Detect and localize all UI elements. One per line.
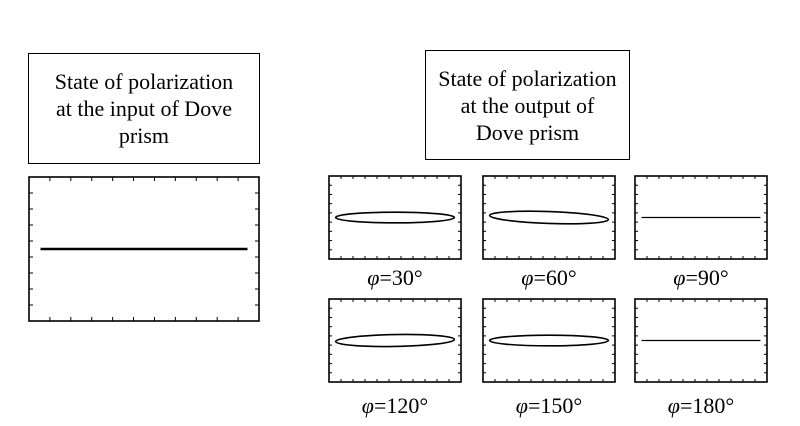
input-polarization-box: State of polarization at the input of Do… (28, 53, 260, 164)
angle-label-180: φ=180° (634, 394, 768, 418)
angle-label-120: φ=120° (328, 394, 462, 418)
polarization-ellipse (334, 333, 456, 348)
output-plot-120 (328, 298, 462, 383)
input-polarization-plot (28, 176, 260, 322)
output-plot-150 (482, 298, 616, 383)
phi-symbol: φ (361, 393, 374, 418)
angle-label-150: φ=150° (482, 394, 616, 418)
plot-frame (634, 298, 768, 383)
angle-value: =150° (527, 393, 583, 418)
input-box-line-3: prism (118, 123, 170, 148)
angle-label-90: φ=90° (634, 266, 768, 290)
angle-value: =60° (533, 265, 577, 290)
polarization-ellipse (488, 334, 610, 347)
angle-value: =180° (679, 393, 735, 418)
angle-value: =90° (685, 265, 729, 290)
output-plot-60 (482, 175, 616, 260)
phi-symbol: φ (515, 393, 528, 418)
input-box-line-2: at the input of Dove (56, 96, 232, 121)
angle-value: =120° (373, 393, 429, 418)
output-plot-180 (634, 298, 768, 383)
plot-frame (634, 175, 768, 260)
output-box-line-2: at the output of (460, 92, 595, 118)
output-polarization-box: State of polarization at the output of D… (425, 50, 630, 160)
plot-frame (328, 298, 462, 383)
output-box-line-1: State of polarization (438, 65, 617, 91)
phi-symbol: φ (521, 265, 534, 290)
polarization-ellipse (334, 211, 456, 224)
plot-frame (28, 176, 260, 322)
polarization-ellipse (488, 210, 610, 225)
phi-symbol: φ (667, 393, 680, 418)
angle-label-30: φ=30° (328, 266, 462, 290)
input-box-line-1: State of polarization (54, 69, 234, 94)
plot-frame (482, 175, 616, 260)
angle-value: =30° (379, 265, 423, 290)
output-plot-30 (328, 175, 462, 260)
plot-frame (482, 298, 616, 383)
phi-symbol: φ (367, 265, 380, 290)
phi-symbol: φ (673, 265, 686, 290)
plot-frame (328, 175, 462, 260)
output-box-line-3: Dove prism (475, 119, 580, 145)
angle-label-60: φ=60° (482, 266, 616, 290)
output-plot-90 (634, 175, 768, 260)
